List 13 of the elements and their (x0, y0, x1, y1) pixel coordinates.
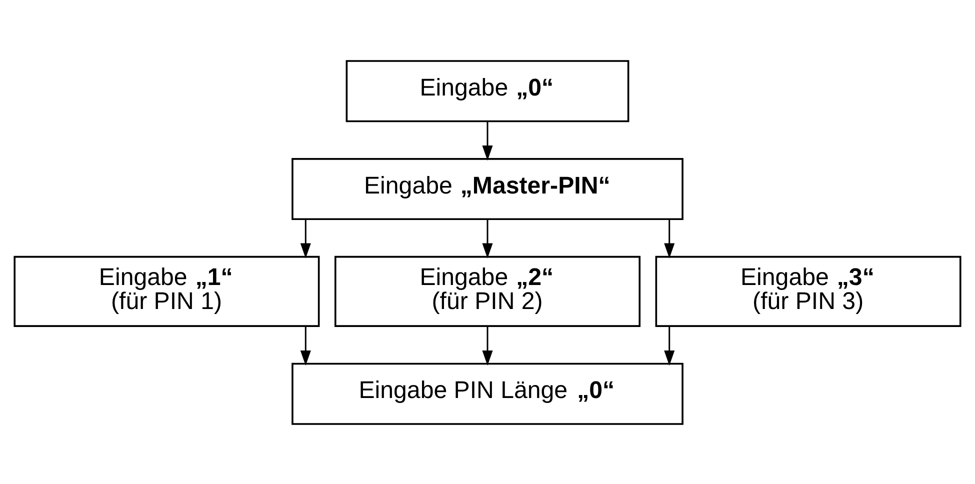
arrow (664, 218, 675, 258)
arrow (482, 121, 493, 160)
arrow (300, 326, 311, 366)
arrow (664, 326, 675, 366)
node-box: Eingabe „0“ (346, 60, 630, 122)
arrow (482, 326, 493, 366)
node-box: Eingabe „1“ (für PIN 1) (14, 255, 320, 326)
arrow (300, 218, 311, 258)
arrow (482, 218, 493, 258)
node-box: Eingabe „3“ (für PIN 3) (655, 255, 962, 326)
node-box: Eingabe „Master-PIN“ (292, 158, 684, 220)
node-box: Eingabe „2“ (für PIN 2) (334, 255, 641, 326)
node-box: Eingabe PIN Länge „0“ (292, 362, 684, 424)
